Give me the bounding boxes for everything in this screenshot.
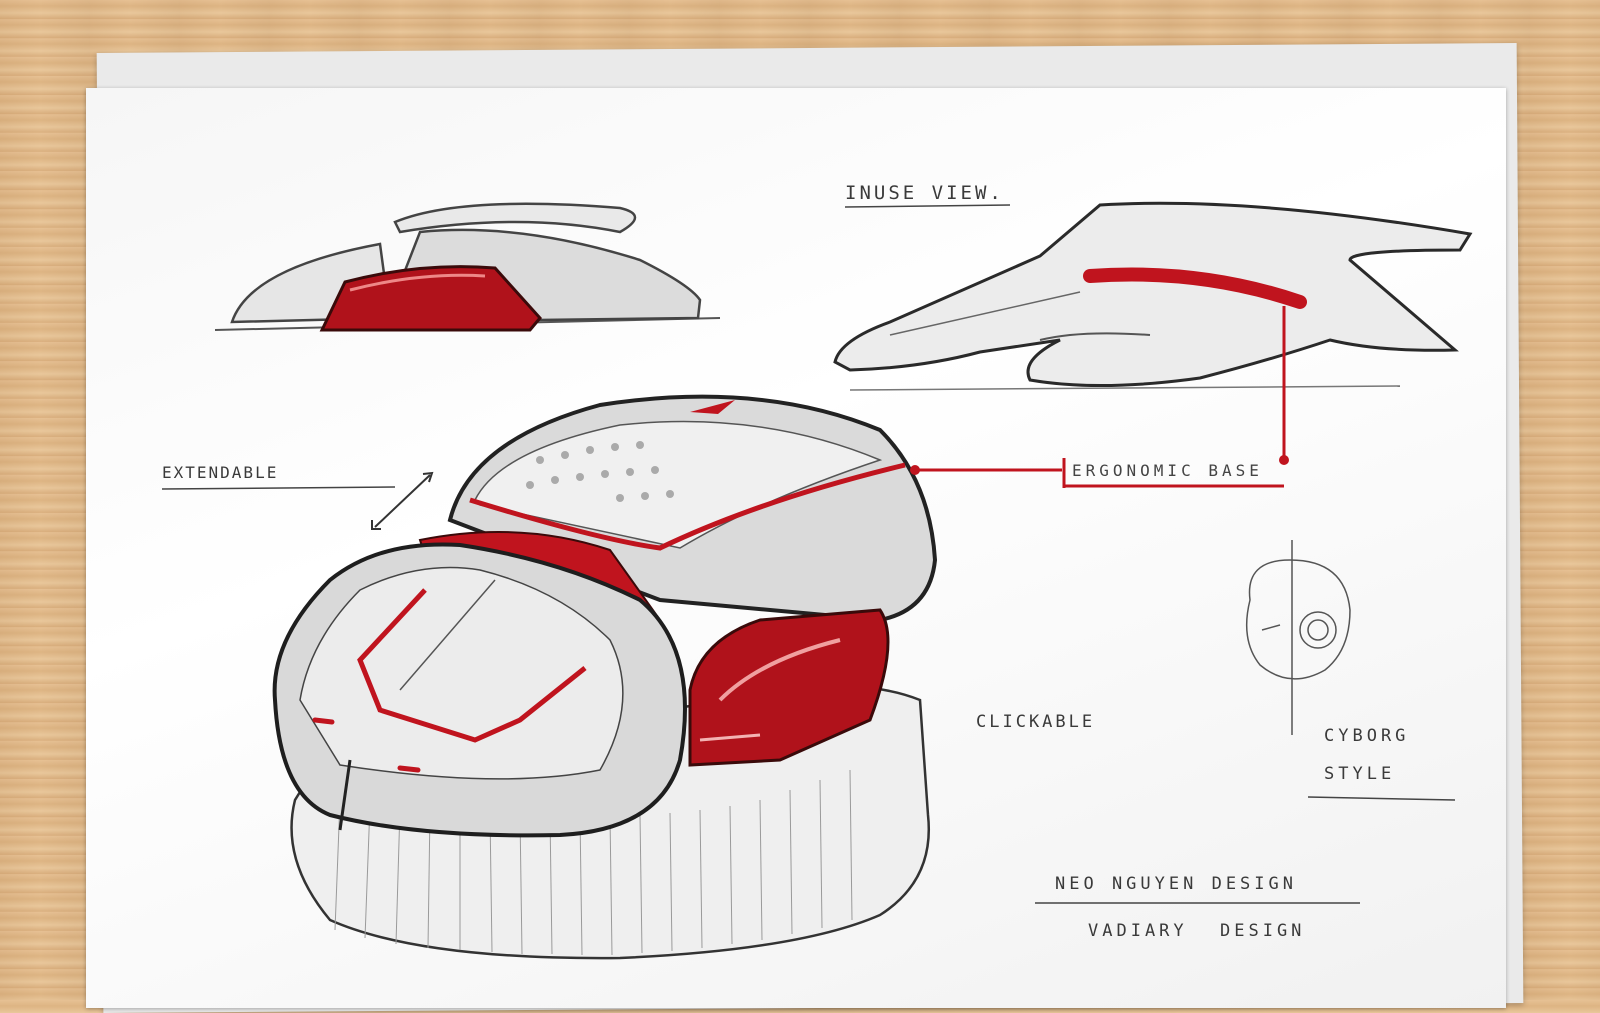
- in-use-hand-sketch: [833, 201, 1473, 465]
- cyborg-face-sketch: [1245, 540, 1351, 735]
- cyborg-label: CYBORG: [1324, 726, 1410, 746]
- clickable-label: CLICKABLE: [976, 712, 1096, 732]
- ergonomic-callout-line: [910, 458, 1284, 488]
- side-view-mouse: [214, 202, 721, 332]
- extendable-label: EXTENDABLE: [162, 463, 279, 482]
- pencil-underlines: [161, 204, 1456, 904]
- vadiary-label: VADIARY: [1088, 921, 1188, 941]
- main-mouse-sketch: [272, 394, 938, 960]
- ergonomic-base-label: ERGONOMIC BASE: [1072, 461, 1263, 480]
- designer-credit: NEO NGUYEN DESIGN: [1055, 874, 1297, 894]
- extendable-arrow: [371, 471, 434, 530]
- design-label: DESIGN: [1220, 921, 1306, 941]
- style-label: STYLE: [1324, 764, 1396, 784]
- in-use-view-label: INUSE VIEW.: [845, 182, 1004, 204]
